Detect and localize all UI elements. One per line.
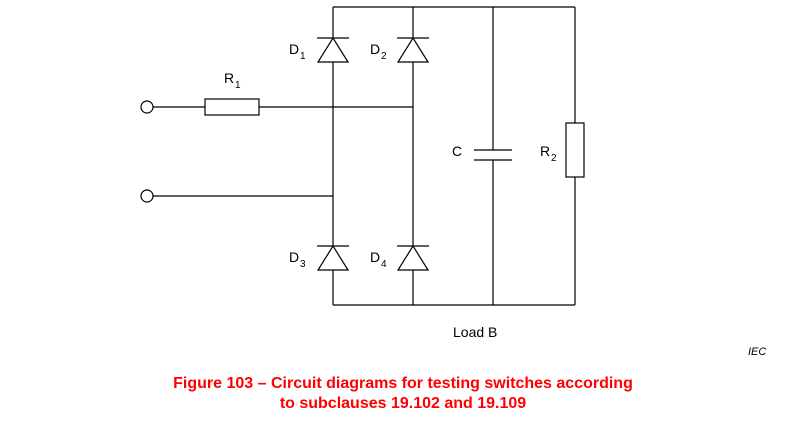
label-d4: D <box>370 249 380 265</box>
label-load: Load B <box>453 324 497 340</box>
source-tag: IEC <box>748 346 766 358</box>
label-d3: D <box>289 249 299 265</box>
diode-d1 <box>316 36 350 63</box>
resistor-r1 <box>204 98 260 116</box>
label-d1: D <box>289 41 299 57</box>
label-d4-sub: 4 <box>381 259 387 270</box>
label-d1-sub: 1 <box>300 51 306 62</box>
diode-d3 <box>316 244 350 271</box>
diode-d4 <box>396 244 430 271</box>
label-c: C <box>452 143 462 159</box>
label-r2: R <box>540 143 550 159</box>
terminal-1 <box>140 100 154 114</box>
caption-line-1: Figure 103 – Circuit diagrams for testin… <box>173 375 633 392</box>
label-d2: D <box>370 41 380 57</box>
resistor-r2 <box>565 122 585 178</box>
label-d2-sub: 2 <box>381 51 387 62</box>
label-r2-sub: 2 <box>551 153 557 164</box>
caption-line-2: to subclauses 19.102 and 19.109 <box>279 395 527 412</box>
figure-caption: Figure 103 – Circuit diagrams for testin… <box>0 374 806 414</box>
label-r1-sub: 1 <box>235 80 241 91</box>
label-r1: R <box>224 70 234 86</box>
diode-d2 <box>396 36 430 63</box>
capacitor-gap <box>485 150 501 160</box>
label-d3-sub: 3 <box>300 259 306 270</box>
terminal-2 <box>140 189 154 203</box>
